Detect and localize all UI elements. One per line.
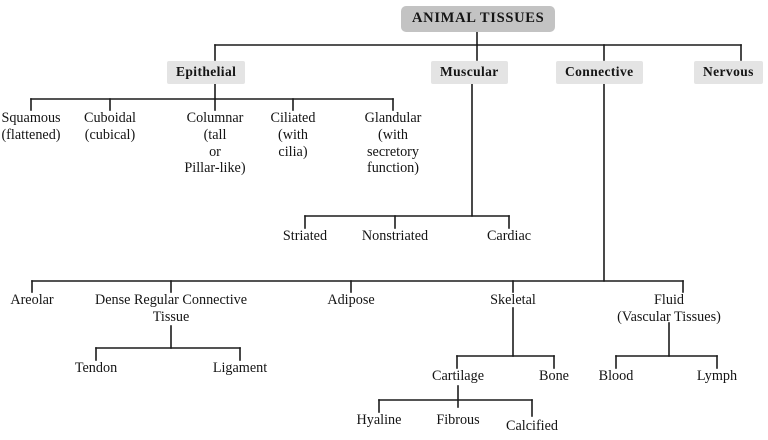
node-blood[interactable]: Blood (556, 368, 676, 385)
node-bone[interactable]: Bone (494, 368, 614, 385)
node-fluid[interactable]: Fluid (Vascular Tissues) (589, 292, 749, 326)
node-cuboidal[interactable]: Cuboidal (cubical) (48, 110, 172, 144)
node-label-line: Cardiac (486, 228, 532, 244)
node-label-line: Fibrous (436, 412, 480, 428)
node-label-line: cilia) (278, 143, 308, 160)
node-label: Epithelial (176, 64, 237, 79)
node-squamous[interactable]: Squamous (flattened) (0, 110, 93, 144)
node-hyaline[interactable]: Hyaline (319, 412, 439, 429)
node-label-line: Adipose (327, 292, 375, 308)
node-striated[interactable]: Striated (245, 228, 365, 245)
node-adipose[interactable]: Adipose (291, 292, 411, 309)
node-tendon[interactable]: Tendon (36, 360, 156, 377)
node-nervous[interactable]: Nervous (694, 61, 763, 84)
node-label-line: Striated (282, 228, 328, 244)
node-label-line: or (209, 143, 221, 160)
node-label-line: (cubical) (84, 126, 136, 143)
node-label-line: Cartilage (432, 368, 484, 384)
node-label: Connective (565, 64, 634, 79)
node-skeletal[interactable]: Skeletal (453, 292, 573, 309)
node-label-line: Calcified (506, 418, 558, 434)
node-label-line: Dense Regular Connective (94, 292, 248, 308)
node-label-line: Tendon (74, 360, 118, 376)
node-ligament[interactable]: Ligament (180, 360, 300, 377)
node-label-line: Lymph (696, 368, 738, 384)
node-label: Muscular (440, 64, 499, 79)
node-label-line: Pillar-like) (184, 160, 246, 177)
node-label-line: Squamous (1, 110, 61, 126)
node-label-line: Tissue (152, 308, 190, 325)
node-nonstriated[interactable]: Nonstriated (335, 228, 455, 245)
node-label-line: Ligament (212, 360, 268, 376)
node-dense-regular-connective-tissue[interactable]: Dense Regular Connective Tissue (61, 292, 281, 326)
node-label-line: Skeletal (490, 292, 536, 308)
node-label-line: (Vascular Tissues) (617, 308, 721, 325)
node-label-line: Areolar (10, 292, 54, 308)
node-label-line: Cuboidal (83, 110, 137, 126)
node-label-line: Hyaline (356, 412, 402, 428)
node-label-line: (flattened) (1, 126, 61, 143)
node-label-line: Blood (598, 368, 634, 384)
node-label-line: (with (378, 126, 408, 143)
node-columnar[interactable]: Columnar (tall or Pillar-like) (153, 110, 277, 177)
node-connective[interactable]: Connective (556, 61, 643, 84)
node-fibrous[interactable]: Fibrous (398, 412, 518, 429)
node-label-line: Bone (539, 368, 569, 384)
node-lymph[interactable]: Lymph (657, 368, 768, 385)
node-label-line: Fluid (654, 292, 684, 308)
node-label-line: (with (278, 126, 308, 143)
node-label-line: secretory (367, 143, 419, 160)
node-label-line: Nonstriated (361, 228, 429, 244)
node-areolar[interactable]: Areolar (0, 292, 92, 309)
node-muscular[interactable]: Muscular (431, 61, 508, 84)
node-cardiac[interactable]: Cardiac (449, 228, 569, 245)
node-label-line: function) (366, 160, 419, 177)
node-epithelial[interactable]: Epithelial (167, 61, 246, 84)
node-label-line: (tall (203, 126, 227, 143)
node-animal-tissues[interactable]: ANIMAL TISSUES (401, 6, 556, 33)
node-ciliated[interactable]: Ciliated (with cilia) (231, 110, 355, 160)
node-calcified[interactable]: Calcified (472, 418, 592, 435)
node-cartilage[interactable]: Cartilage (398, 368, 518, 385)
node-label-line: Columnar (186, 110, 244, 126)
node-label: ANIMAL TISSUES (412, 10, 545, 26)
node-label-line: Ciliated (270, 110, 316, 126)
node-label: Nervous (703, 64, 754, 79)
node-label-line: Glandular (364, 110, 422, 126)
node-glandular[interactable]: Glandular (with secretory function) (331, 110, 455, 177)
